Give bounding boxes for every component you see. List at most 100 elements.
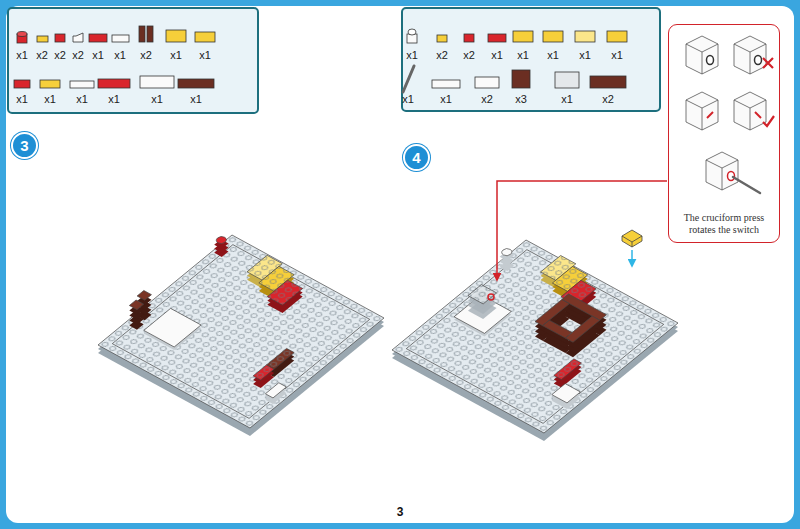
part-count: x1	[199, 49, 211, 61]
baseplate-scene-3-part	[214, 235, 228, 245]
part-count: x1	[114, 49, 126, 61]
part-count: x2	[602, 93, 614, 105]
baseplate-scene-3-part	[98, 235, 384, 428]
brick-with-tool	[706, 152, 760, 193]
part-count: x1	[547, 49, 559, 61]
baseplate-scene-4-part	[562, 294, 607, 320]
part-count: x2	[36, 49, 48, 61]
part-count: x1	[92, 49, 104, 61]
part-icons-part	[73, 33, 83, 42]
baseplate-scene-3-part	[267, 280, 302, 305]
brick-right-1-part	[686, 92, 718, 130]
brick-right-2-part	[734, 92, 766, 130]
baseplate-scene-3-part	[267, 348, 295, 369]
parts-panel-part	[402, 8, 660, 111]
brick-right-1-part	[707, 112, 713, 118]
baseplate-scene-4-part	[392, 240, 678, 433]
part-icons-part	[464, 34, 474, 42]
part-icons-part	[70, 81, 94, 88]
switch-hole	[488, 294, 494, 300]
baseplate-scene-4-part	[543, 320, 573, 338]
part-count: x1	[190, 93, 202, 105]
baseplate-scene-4-part	[622, 236, 642, 247]
brick-wrong-2-part	[763, 58, 773, 68]
callout-art	[668, 24, 778, 243]
baseplate-scene-4-part	[554, 359, 582, 380]
part-icons-part	[139, 26, 145, 42]
brick-wrong-1-part	[707, 56, 714, 65]
node-text: 3	[20, 137, 28, 154]
callout-art-part	[668, 24, 778, 243]
part-count: x2	[481, 93, 493, 105]
baseplate-scene-4-part	[392, 240, 678, 433]
brick-wrong-2-part	[734, 36, 766, 74]
brick-right-2	[734, 92, 774, 130]
brick-right-2-part	[763, 116, 774, 126]
part-count: x1	[517, 49, 529, 61]
part-count: x1	[561, 93, 573, 105]
baseplate-scene-3-part	[253, 365, 274, 380]
part-icons-part	[89, 34, 107, 42]
part-icons-part	[98, 79, 130, 88]
part-count: x1	[579, 49, 591, 61]
baseplate-scene-4-part	[468, 285, 497, 304]
brick-wrong-2	[734, 36, 773, 74]
node-text: The cruciform press rotates the switch	[674, 212, 774, 236]
brick-wrong-1-part	[686, 44, 718, 74]
part-count: x1	[76, 93, 88, 105]
part-count: x1	[406, 49, 418, 61]
brick-right-2-part	[734, 100, 766, 130]
part-icons-part	[147, 26, 153, 42]
part-icons-part	[408, 29, 416, 35]
part-icons-part	[17, 32, 27, 37]
part-count: x1	[16, 93, 28, 105]
part-count: x1	[611, 49, 623, 61]
part-count: x1	[44, 93, 56, 105]
part-icons-part	[55, 34, 65, 42]
part-count: x1	[16, 49, 28, 61]
part-icons-part	[14, 80, 30, 88]
brick-right-1	[686, 92, 718, 130]
part-icons-part	[488, 34, 506, 42]
part-count: x2	[140, 49, 152, 61]
part-icons-part	[543, 31, 563, 42]
page-ground-part	[6, 6, 794, 523]
brick-right-1-part	[686, 100, 718, 130]
part-icons-part	[475, 77, 499, 88]
place-arrow	[631, 250, 633, 266]
part-icons-part	[512, 70, 530, 88]
baseplate-scene-4-part	[622, 230, 642, 247]
baseplate-scene-3-part	[267, 280, 302, 305]
part-icons-part	[432, 80, 460, 88]
baseplate-scene-4-part	[552, 384, 581, 403]
brick-wrong-1	[686, 36, 718, 74]
step-number: 4	[403, 144, 430, 171]
brick-wrong-2-part	[755, 56, 762, 65]
baseplate-scene-4-part	[554, 359, 582, 380]
part-icons-part	[40, 80, 60, 88]
callout-box: The cruciform press rotates the switch	[668, 24, 780, 243]
brick-wrong-1-part	[686, 36, 718, 74]
page-number: 3	[397, 505, 404, 519]
part-count: x1	[108, 93, 120, 105]
part-count: x3	[515, 93, 527, 105]
part-icons-part	[575, 31, 595, 42]
part-icons-part	[555, 72, 579, 88]
part-icons-part	[607, 31, 627, 42]
part-count: x2	[72, 49, 84, 61]
baseplate-scene-3-part	[137, 290, 151, 300]
leader-line	[497, 181, 667, 280]
part-count: x1	[151, 93, 163, 105]
baseplate-scene-4	[392, 230, 678, 441]
parts-panel	[8, 8, 660, 113]
part-icons-part	[437, 35, 447, 42]
part-icons-part	[195, 32, 215, 42]
part-icons-part	[513, 31, 533, 42]
baseplate-scene-4-part	[500, 247, 514, 257]
part-count: x1	[402, 93, 414, 105]
baseplate-scene-3-part	[144, 308, 201, 347]
